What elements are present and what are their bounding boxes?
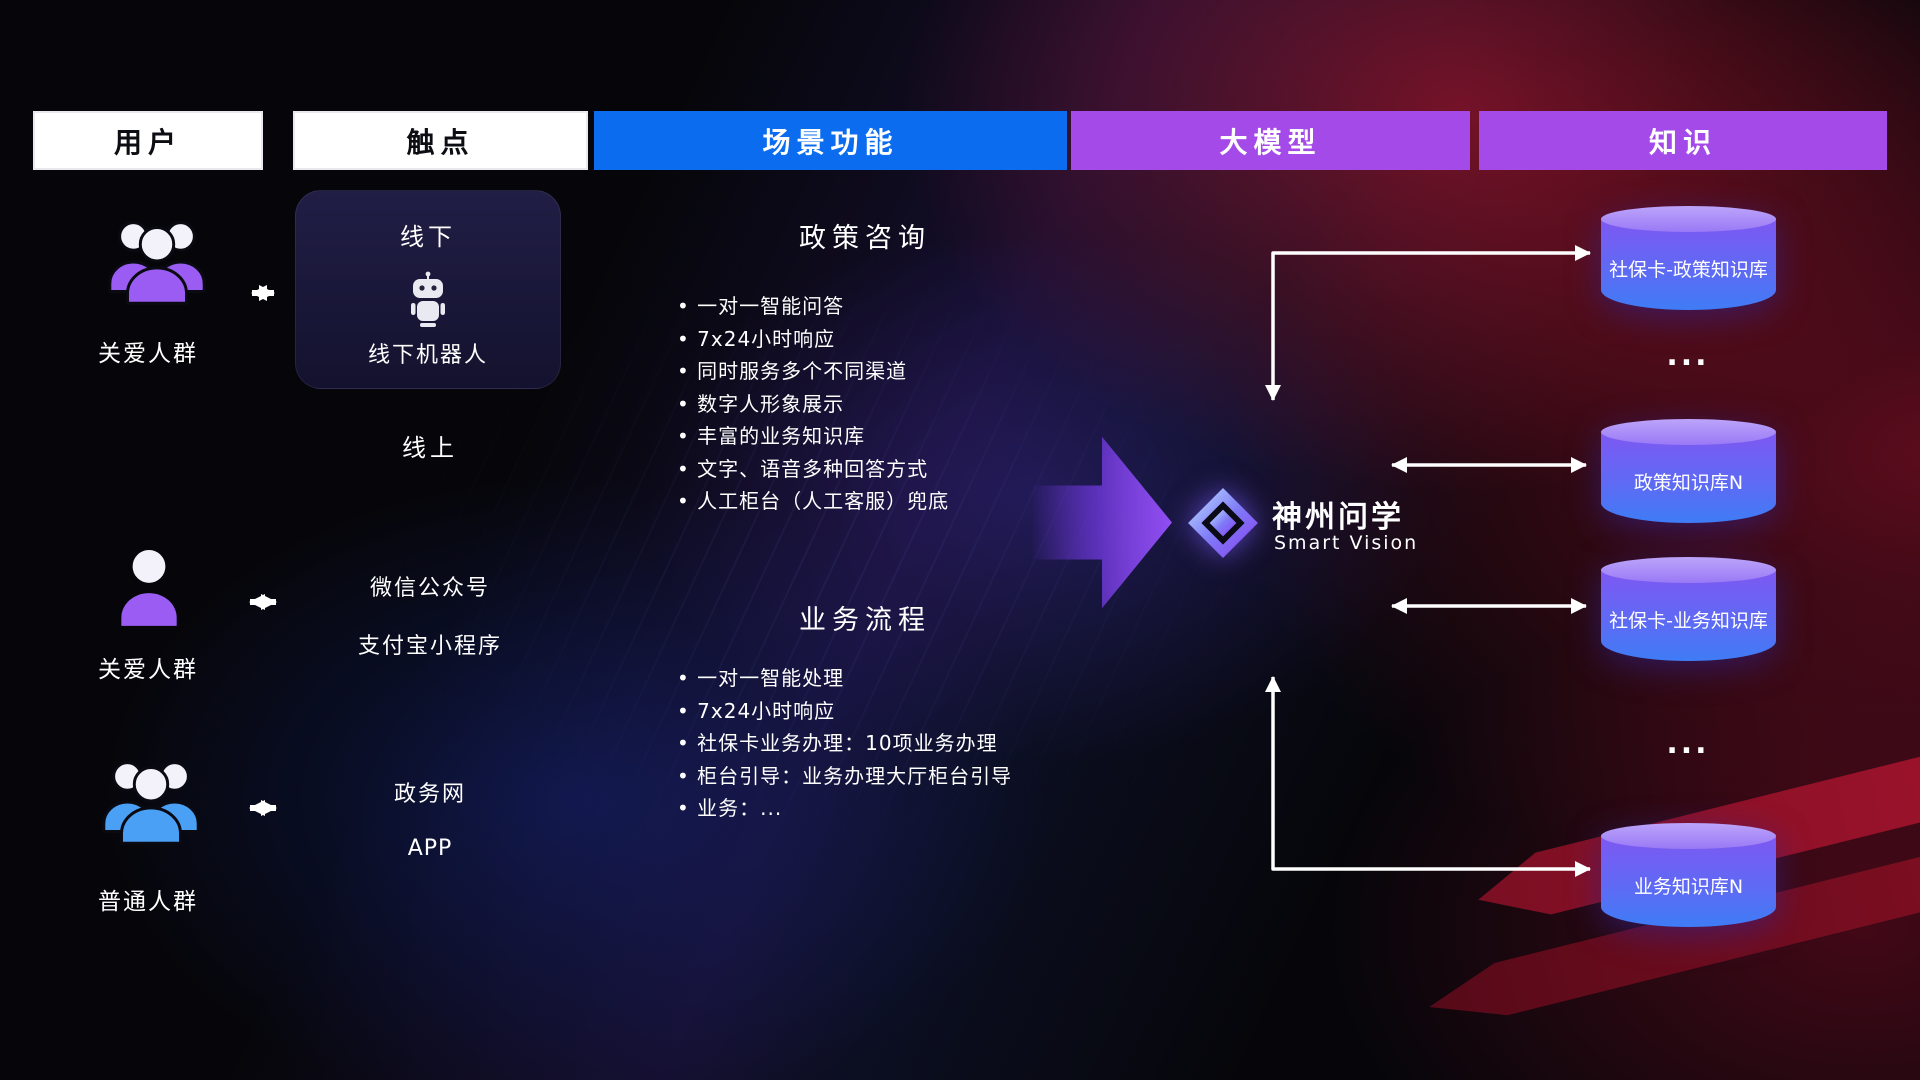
list-item: 一对一智能问答 <box>677 290 949 323</box>
user-group-label: 关爱人群 <box>98 657 198 683</box>
list-item: 数字人形象展示 <box>677 388 949 421</box>
column-header-scenarios: 场景功能 <box>594 111 1067 170</box>
list-item: 一对一智能处理 <box>677 662 1012 695</box>
db-label: 社保卡-业务知识库 <box>1609 610 1768 633</box>
offline-robot-label: 线下机器人 <box>367 343 488 368</box>
list-item: 同时服务多个不同渠道 <box>677 355 949 388</box>
column-header-touchpoints: 触点 <box>293 111 588 170</box>
user-group-label: 普通人群 <box>98 889 198 915</box>
list-item: 社保卡业务办理：10项业务办理 <box>677 727 1012 760</box>
list-item: 业务：... <box>677 792 1012 825</box>
db-cylinder-body <box>1601 570 1776 661</box>
group-people-blue-icon <box>102 761 200 845</box>
knowledge-db-business-n: 业务知识库N <box>1601 823 1776 927</box>
knowledge-db-policy-shebao: 社保卡-政策知识库 <box>1601 206 1776 310</box>
scenario-policy-list: 一对一智能问答 7x24小时响应 同时服务多个不同渠道 数字人形象展示 丰富的业… <box>677 290 949 518</box>
db-label: 社保卡-政策知识库 <box>1609 259 1768 282</box>
diamond-logo-icon <box>1188 488 1258 558</box>
db-cylinder-top <box>1601 823 1776 849</box>
offline-title: 线下 <box>400 223 456 251</box>
model-subtitle: Smart Vision <box>1274 532 1419 554</box>
db-cylinder-body <box>1601 219 1776 310</box>
channel-alipay: 支付宝小程序 <box>357 634 502 659</box>
robot-icon <box>411 271 445 327</box>
scenario-title-policy: 政策咨询 <box>799 223 931 254</box>
list-item: 文字、语音多种回答方式 <box>677 453 949 486</box>
channel-wechat: 微信公众号 <box>369 576 490 601</box>
db-cylinder-body <box>1601 836 1776 927</box>
single-person-purple-icon <box>121 550 177 626</box>
db-label: 政策知识库N <box>1633 472 1744 495</box>
column-header-knowledge: 知识 <box>1479 111 1887 170</box>
scenario-title-business: 业务流程 <box>799 605 931 636</box>
offline-touchpoint-card: 线下 线下机器人 <box>295 190 561 389</box>
knowledge-db-policy-n: 政策知识库N <box>1601 419 1776 523</box>
flow-arrow-icon <box>1032 436 1172 609</box>
db-cylinder-top <box>1601 206 1776 232</box>
list-item: 7x24小时响应 <box>677 695 1012 728</box>
column-header-users: 用户 <box>33 111 263 170</box>
db-cylinder-top <box>1601 557 1776 583</box>
db-cylinder-body <box>1601 432 1776 523</box>
knowledge-db-business-shebao: 社保卡-业务知识库 <box>1601 557 1776 661</box>
list-item: 柜台引导：业务办理大厅柜台引导 <box>677 760 1012 793</box>
list-item: 人工柜台（人工客服）兜底 <box>677 485 949 518</box>
list-item: 丰富的业务知识库 <box>677 420 949 453</box>
scenario-business-list: 一对一智能处理 7x24小时响应 社保卡业务办理：10项业务办理 柜台引导：业务… <box>677 662 1012 825</box>
list-item: 7x24小时响应 <box>677 323 949 356</box>
channel-app: APP <box>407 836 453 861</box>
db-cylinder-top <box>1601 419 1776 445</box>
group-people-purple-icon <box>108 221 206 305</box>
ellipsis-text: ... <box>1666 338 1710 373</box>
user-group-label: 关爱人群 <box>98 341 198 367</box>
model-name: 神州问学 <box>1272 500 1404 535</box>
ellipsis-text: ... <box>1666 726 1710 761</box>
db-label: 业务知识库N <box>1633 876 1744 899</box>
channel-gov-web: 政务网 <box>393 782 466 807</box>
online-title: 线上 <box>402 434 458 462</box>
column-header-model: 大模型 <box>1071 111 1470 170</box>
